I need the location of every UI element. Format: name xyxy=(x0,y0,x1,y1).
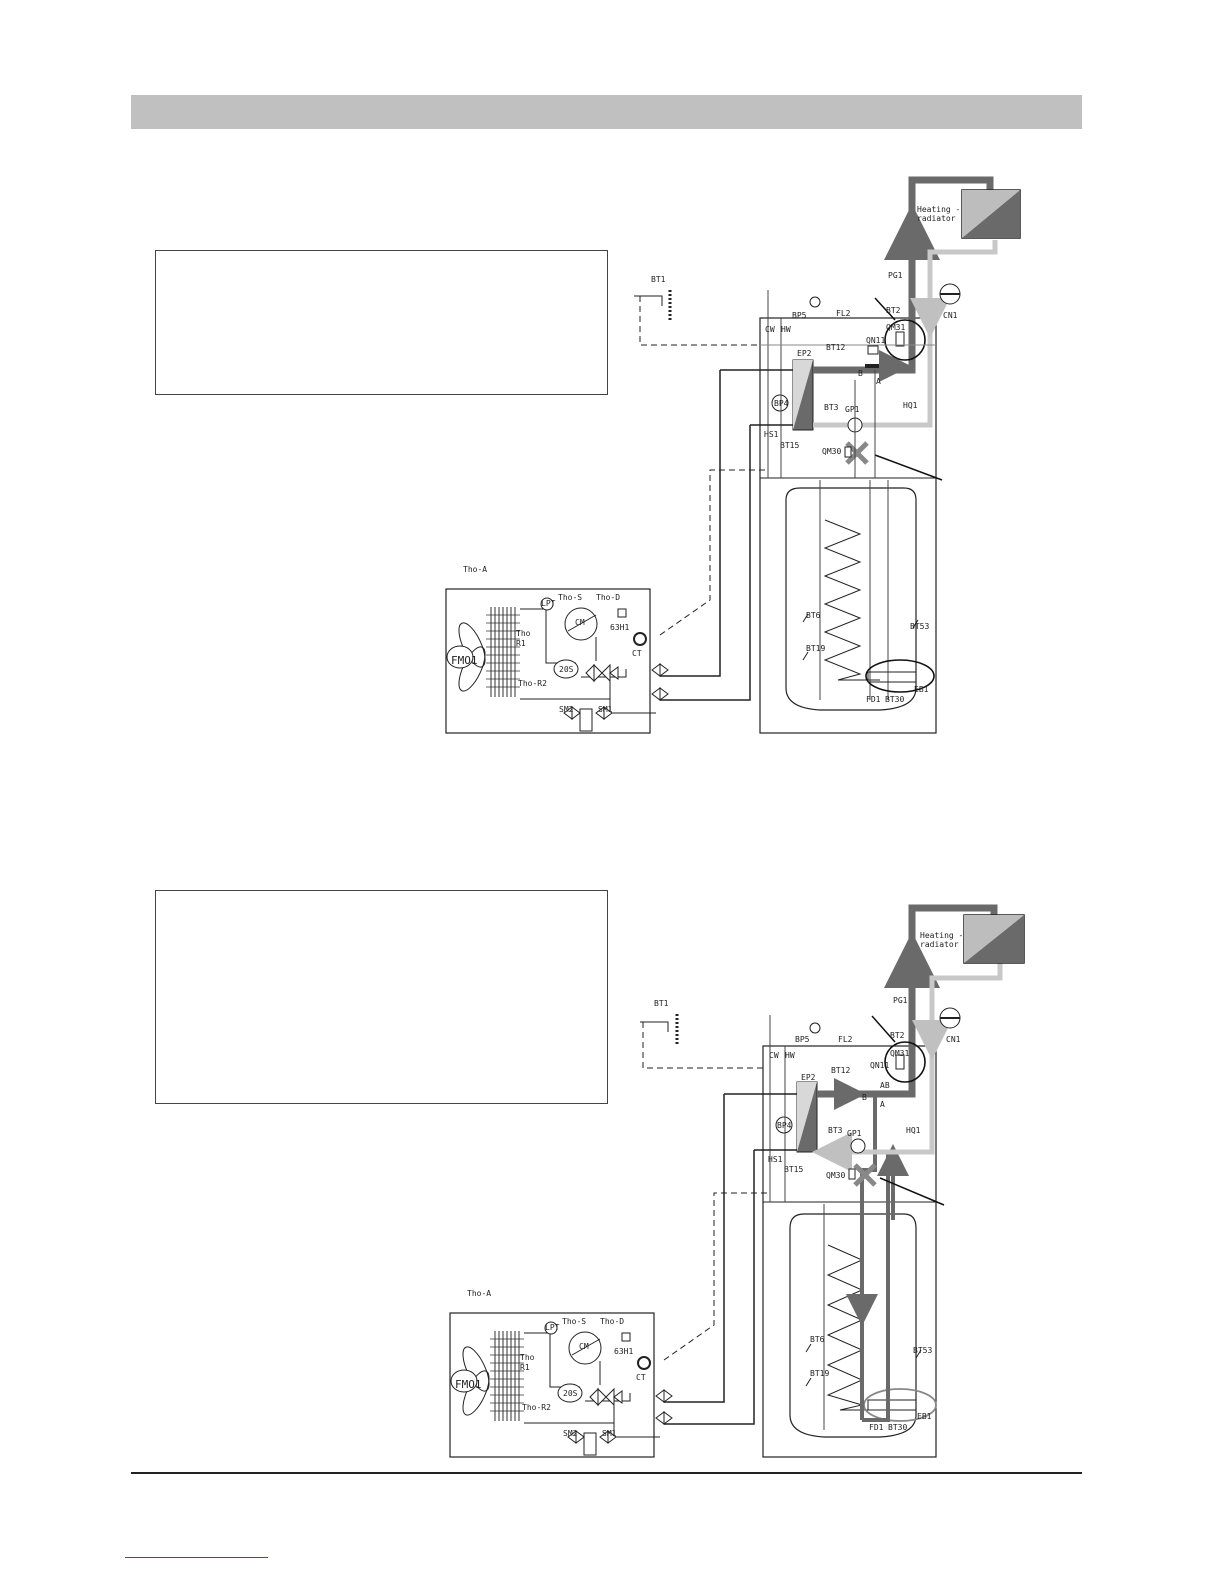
svg-text:FL2: FL2 xyxy=(838,1035,853,1044)
label-20s: 20S xyxy=(559,665,574,674)
svg-text:BT1: BT1 xyxy=(654,999,669,1008)
svg-text:AB: AB xyxy=(880,1081,890,1090)
svg-text:BT15: BT15 xyxy=(784,1165,803,1174)
svg-text:Tho: Tho xyxy=(520,1353,535,1362)
svg-text:Tho-D: Tho-D xyxy=(600,1317,624,1326)
svg-text:QM31: QM31 xyxy=(890,1049,909,1058)
svg-text:GP1: GP1 xyxy=(847,1129,862,1138)
label-fd1: FD1 xyxy=(866,695,881,704)
label-port-a: A xyxy=(876,377,881,386)
svg-text:SM1: SM1 xyxy=(602,1429,617,1438)
svg-text:SM2: SM2 xyxy=(563,1429,578,1438)
label-hw: HW xyxy=(781,325,791,334)
label-fmo1: FMO1 xyxy=(451,654,478,667)
label-cn1: CN1 xyxy=(943,311,958,320)
label-bt12: BT12 xyxy=(826,343,845,352)
label-qm30: QM30 xyxy=(822,447,841,456)
svg-text:BT2: BT2 xyxy=(890,1031,905,1040)
svg-text:BT53: BT53 xyxy=(913,1346,932,1355)
water-tank-1 xyxy=(785,487,917,711)
label-tho-r1: Tho xyxy=(516,629,531,638)
label-bt3: BT3 xyxy=(824,403,839,412)
indoor-unit-1 xyxy=(759,317,937,734)
label-bt1: BT1 xyxy=(651,275,666,284)
svg-text:EP2: EP2 xyxy=(801,1073,816,1082)
diagram-2: Heating - radiator PG1 CN1 BT1 BP5 FL2 B… xyxy=(449,904,1025,1458)
diagram-1: Heating - radiator PG1 CN1 BT1 BP5 FL2 B… xyxy=(445,176,1021,734)
label-bt2: BT2 xyxy=(886,306,901,315)
svg-text:A: A xyxy=(880,1100,885,1109)
svg-text:BT19: BT19 xyxy=(810,1369,829,1378)
water-tank-2 xyxy=(789,1213,917,1438)
description-box-2 xyxy=(155,890,608,1104)
svg-text:R1: R1 xyxy=(520,1363,530,1372)
label-bt6: BT6 xyxy=(806,611,821,620)
label-bt19: BT19 xyxy=(806,644,825,653)
label-radiator-2b: radiator xyxy=(920,940,959,949)
svg-text:LPT: LPT xyxy=(545,1323,560,1332)
label-gp1: GP1 xyxy=(845,405,860,414)
svg-text:Tho-S: Tho-S xyxy=(562,1317,586,1326)
svg-text:BT6: BT6 xyxy=(810,1335,825,1344)
indoor-unit-2 xyxy=(762,1045,937,1458)
label-bt53: BT53 xyxy=(910,622,929,631)
label-bp5: BP5 xyxy=(792,311,807,320)
label-hs1: HS1 xyxy=(764,430,779,439)
label-bp4: BP4 xyxy=(774,399,789,408)
label-sm1: SM1 xyxy=(598,705,613,714)
label-radiator-2a: Heating - xyxy=(920,931,963,940)
description-box-1 xyxy=(155,250,608,395)
label-tho-d: Tho-D xyxy=(596,593,620,602)
label-bt30: BT30 xyxy=(885,695,904,704)
svg-text:63H1: 63H1 xyxy=(614,1347,633,1356)
label-bt15: BT15 xyxy=(780,441,799,450)
label-pg1: PG1 xyxy=(888,271,903,280)
label-port-b: B xyxy=(858,369,863,378)
svg-text:HW: HW xyxy=(785,1051,795,1060)
label-ep2: EP2 xyxy=(797,349,812,358)
svg-text:QN11: QN11 xyxy=(870,1061,889,1070)
svg-text:BT3: BT3 xyxy=(828,1126,843,1135)
svg-text:Tho-R2: Tho-R2 xyxy=(522,1403,551,1412)
label-fl2: FL2 xyxy=(836,309,851,318)
svg-text:FD1: FD1 xyxy=(869,1423,884,1432)
svg-text:20S: 20S xyxy=(563,1389,578,1398)
svg-text:CW: CW xyxy=(769,1051,779,1060)
label-radiator-1a: Heating - xyxy=(917,205,960,214)
svg-text:CT: CT xyxy=(636,1373,646,1382)
svg-text:HQ1: HQ1 xyxy=(906,1126,921,1135)
svg-text:BT30: BT30 xyxy=(888,1423,907,1432)
svg-text:BP4: BP4 xyxy=(777,1121,792,1130)
label-qn11: QN11 xyxy=(866,336,885,345)
svg-text:CN1: CN1 xyxy=(946,1035,961,1044)
label-cw: CW xyxy=(765,325,775,334)
label-eb1: EB1 xyxy=(914,685,929,694)
svg-text:EB1: EB1 xyxy=(917,1412,932,1421)
svg-text:BP5: BP5 xyxy=(795,1035,810,1044)
label-tho-r2: Tho-R2 xyxy=(518,679,547,688)
label-tho-a: Tho-A xyxy=(463,565,487,574)
svg-text:FMO1: FMO1 xyxy=(455,1378,482,1391)
label-qm31: QM31 xyxy=(886,323,905,332)
footer-rule xyxy=(131,1472,1082,1474)
footnote-rule xyxy=(125,1557,268,1558)
svg-text:B: B xyxy=(862,1093,867,1102)
svg-text:Tho-A: Tho-A xyxy=(467,1289,491,1298)
label-lpt: LPT xyxy=(541,599,556,608)
svg-text:QM30: QM30 xyxy=(826,1171,845,1180)
svg-text:R1: R1 xyxy=(516,639,526,648)
svg-text:HS1: HS1 xyxy=(768,1155,783,1164)
label-radiator-1b: radiator xyxy=(917,214,956,223)
label-tho-s: Tho-S xyxy=(558,593,582,602)
label-cm: CM xyxy=(575,618,585,627)
svg-text:CM: CM xyxy=(579,1342,589,1351)
section-header-bar xyxy=(131,95,1082,129)
svg-text:BT12: BT12 xyxy=(831,1066,850,1075)
label-ct: CT xyxy=(632,649,642,658)
label-sm2: SM2 xyxy=(559,705,574,714)
svg-text:PG1: PG1 xyxy=(893,996,908,1005)
label-63h1: 63H1 xyxy=(610,623,629,632)
label-hq1: HQ1 xyxy=(903,401,918,410)
